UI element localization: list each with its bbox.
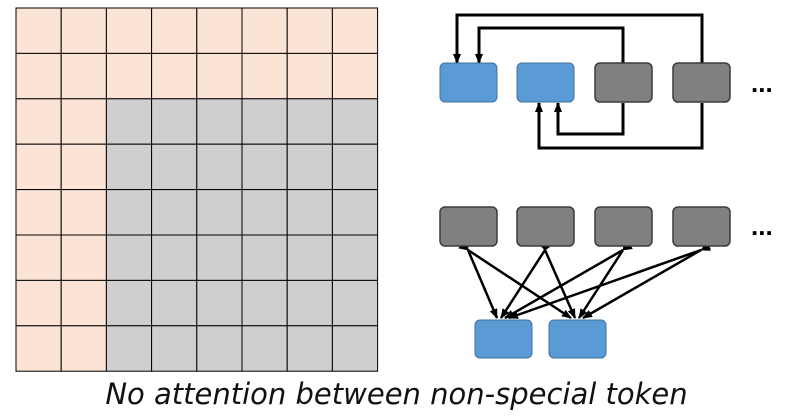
mask-cell-attend	[15, 325, 62, 372]
mask-cell-blocked	[151, 143, 198, 191]
mask-cell-blocked	[241, 98, 288, 145]
mask-cell-attend	[196, 52, 243, 100]
mask-cell-blocked	[151, 234, 198, 281]
mask-cell-attend	[331, 7, 379, 54]
mask-cell-blocked	[241, 143, 288, 191]
mask-cell-blocked	[196, 234, 243, 281]
mask-cell-blocked	[241, 189, 288, 236]
mask-cell-attend	[60, 143, 107, 191]
mask-cell-blocked	[105, 234, 153, 281]
mask-cell-attend	[196, 7, 243, 54]
token-node	[672, 206, 731, 247]
mask-cell-attend	[15, 98, 62, 145]
mask-cell-blocked	[286, 234, 333, 281]
mask-cell-attend	[15, 189, 62, 236]
top-graph	[439, 13, 731, 150]
mask-cell-blocked	[196, 98, 243, 145]
special-token-node	[548, 319, 607, 359]
connector-arrow	[453, 13, 704, 64]
connector-arrow	[535, 102, 704, 150]
bottom-ellipsis: ...	[751, 211, 773, 241]
mask-cell-blocked	[286, 279, 333, 327]
caption: No attention between non-special token	[105, 377, 688, 411]
attention-arrow	[582, 242, 711, 320]
mask-cell-attend	[60, 234, 107, 281]
mask-cell-blocked	[196, 279, 243, 327]
mask-cell-blocked	[331, 325, 379, 372]
token-node	[672, 62, 731, 103]
mask-cell-blocked	[105, 98, 153, 145]
mask-cell-blocked	[331, 143, 379, 191]
mask-cell-attend	[60, 7, 107, 54]
mask-cell-attend	[151, 52, 198, 100]
mask-cell-attend	[331, 52, 379, 100]
mask-cell-blocked	[105, 189, 153, 236]
mask-cell-attend	[151, 7, 198, 54]
special-token-node	[439, 62, 498, 103]
mask-cell-blocked	[331, 279, 379, 327]
mask-cell-blocked	[105, 325, 153, 372]
mask-cell-attend	[60, 325, 107, 372]
mask-cell-attend	[60, 279, 107, 327]
mask-cell-blocked	[241, 325, 288, 372]
attention-mask-grid	[15, 7, 379, 372]
mask-cell-blocked	[286, 189, 333, 236]
top-ellipsis: ...	[751, 68, 773, 98]
token-node	[439, 206, 498, 247]
mask-cell-blocked	[286, 143, 333, 191]
bottom-graph	[439, 206, 731, 359]
mask-cell-attend	[241, 52, 288, 100]
mask-cell-attend	[15, 234, 62, 281]
mask-cell-attend	[15, 143, 62, 191]
mask-cell-blocked	[331, 98, 379, 145]
mask-cell-attend	[286, 7, 333, 54]
token-node	[594, 206, 653, 247]
mask-cell-blocked	[331, 189, 379, 236]
mask-cell-blocked	[151, 325, 198, 372]
mask-cell-blocked	[151, 189, 198, 236]
mask-cell-blocked	[286, 98, 333, 145]
mask-cell-blocked	[241, 234, 288, 281]
mask-cell-attend	[60, 98, 107, 145]
mask-cell-blocked	[196, 143, 243, 191]
mask-cell-attend	[15, 52, 62, 100]
mask-cell-blocked	[331, 234, 379, 281]
mask-cell-blocked	[151, 279, 198, 327]
token-node	[516, 206, 575, 247]
mask-cell-blocked	[241, 279, 288, 327]
mask-cell-blocked	[105, 279, 153, 327]
token-node	[594, 62, 653, 103]
mask-cell-attend	[15, 279, 62, 327]
mask-cell-attend	[105, 52, 153, 100]
mask-cell-blocked	[151, 98, 198, 145]
attention-arrow	[537, 240, 577, 319]
mask-cell-blocked	[286, 325, 333, 372]
mask-cell-blocked	[196, 189, 243, 236]
special-token-node	[474, 319, 533, 359]
mask-cell-attend	[15, 7, 62, 54]
connector-arrow	[554, 102, 625, 136]
connector-arrow	[475, 26, 625, 64]
mask-cell-attend	[241, 7, 288, 54]
special-token-node	[516, 62, 575, 103]
mask-cell-attend	[60, 52, 107, 100]
mask-cell-attend	[105, 7, 153, 54]
mask-cell-attend	[60, 189, 107, 236]
mask-cell-attend	[286, 52, 333, 100]
mask-cell-blocked	[105, 143, 153, 191]
mask-cell-blocked	[196, 325, 243, 372]
